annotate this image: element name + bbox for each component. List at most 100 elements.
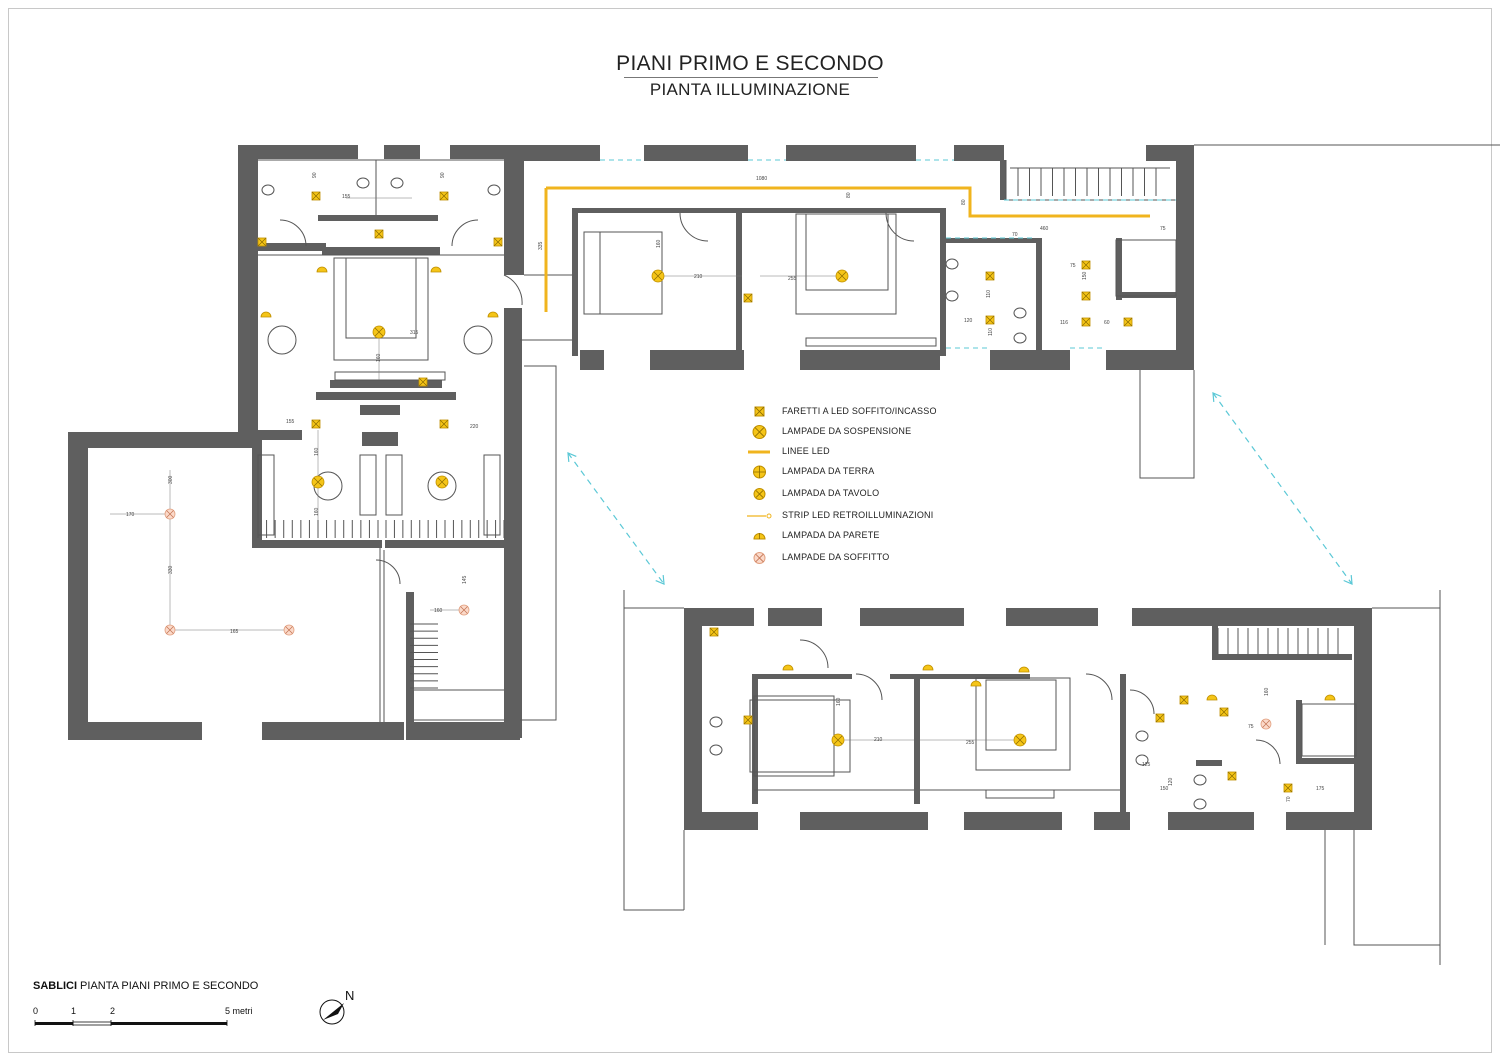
recessed-led-spot-icon bbox=[743, 715, 753, 725]
wall-lamp-icon bbox=[753, 533, 766, 540]
door-swing bbox=[1129, 689, 1155, 715]
wall-segment bbox=[954, 145, 1004, 161]
dimension-label-upper-block: 80 bbox=[961, 199, 967, 205]
dimension-label-second-floor: 160 bbox=[1264, 687, 1270, 696]
dimension-label-second-floor: 255 bbox=[966, 740, 975, 746]
furniture-outline bbox=[985, 679, 1057, 751]
dimension-label-second-floor: 175 bbox=[1316, 786, 1325, 792]
wall-segment bbox=[644, 145, 748, 161]
recessed-led-spot-icon bbox=[1219, 707, 1229, 717]
wall-segment bbox=[684, 812, 758, 830]
spot-cross bbox=[709, 627, 719, 637]
wall-segment bbox=[768, 608, 822, 626]
wall-lamp-icon bbox=[782, 664, 794, 671]
recessed-led-spot-icon bbox=[1155, 713, 1165, 723]
ceiling-lamp-icon bbox=[283, 624, 295, 636]
drawing-caption: SABLICI PIANTA PIANI PRIMO E SECONDO bbox=[33, 980, 258, 992]
wall-segment bbox=[68, 545, 82, 561]
scale-bar: 0 1 2 5 metri bbox=[33, 1006, 273, 1036]
drawing-subtitle: PIANTA ILLUMINAZIONE bbox=[649, 80, 851, 99]
spot-cross bbox=[418, 377, 428, 387]
wall-segment bbox=[385, 540, 520, 548]
wall-segment bbox=[990, 350, 1070, 370]
recessed-led-spot-icon bbox=[1283, 783, 1293, 793]
legend-item: LAMPADE DA SOFFITTO bbox=[740, 548, 1000, 568]
sanitary-fixture bbox=[1013, 307, 1027, 319]
armchair-outline bbox=[427, 471, 457, 501]
wall-segment bbox=[1196, 760, 1222, 766]
door-swing bbox=[1085, 673, 1113, 701]
led-line-icon bbox=[748, 450, 770, 454]
ceiling-lamp-icon bbox=[1260, 718, 1272, 730]
spot-cross bbox=[493, 237, 503, 247]
legend-label: LAMPADA DA TAVOLO bbox=[782, 488, 880, 498]
wall-lamp-body bbox=[487, 311, 499, 318]
spot-cross bbox=[1081, 260, 1091, 270]
interior-line bbox=[520, 365, 557, 721]
spot-cross bbox=[1081, 291, 1091, 301]
section-arrowhead bbox=[1212, 392, 1222, 403]
door-swing bbox=[855, 673, 883, 701]
wall-segment bbox=[68, 432, 254, 448]
sanitary-fixture bbox=[945, 258, 959, 270]
dimension-label-upper-block: 80 bbox=[846, 192, 852, 198]
spot-cross bbox=[985, 315, 995, 325]
scale-label-0: 0 bbox=[33, 1006, 39, 1016]
furniture-outline bbox=[749, 699, 851, 773]
wall-segment bbox=[752, 674, 758, 804]
wall-segment bbox=[940, 208, 946, 356]
wall-segment bbox=[252, 540, 382, 548]
legend-item: LAMPADA DA PARETE bbox=[740, 526, 1000, 546]
furniture-outline bbox=[333, 257, 429, 361]
wall-segment bbox=[914, 674, 920, 804]
dimension-label-second-floor: 120 bbox=[1168, 777, 1174, 786]
wall-segment bbox=[384, 145, 420, 159]
furniture-outline bbox=[257, 454, 275, 536]
dimension-label-first-floor: 160 bbox=[434, 608, 443, 614]
sanitary-fixture bbox=[709, 744, 723, 756]
ceiling-cross bbox=[166, 510, 174, 518]
led-strip-backlight-icon bbox=[747, 513, 772, 519]
pendant-cross bbox=[374, 327, 384, 337]
wall-segment bbox=[362, 432, 398, 446]
sanitary-fixture bbox=[945, 290, 959, 302]
furniture-outline bbox=[483, 454, 501, 536]
spot-cross bbox=[743, 715, 753, 725]
table-lamp-icon bbox=[753, 488, 766, 500]
dimension-label-first-floor: 330 bbox=[168, 565, 174, 574]
door-swing bbox=[799, 639, 829, 669]
furniture-outline bbox=[975, 677, 1071, 771]
dimension-label-first-floor: 160 bbox=[314, 507, 320, 516]
sanitary-fixture bbox=[1135, 754, 1149, 766]
wall-segment bbox=[946, 238, 1038, 243]
drawing-frame bbox=[8, 8, 1492, 1053]
section-arrowhead bbox=[1343, 574, 1353, 585]
ceiling-cross bbox=[285, 626, 293, 634]
dimension-label-upper-block: 1080 bbox=[756, 176, 767, 182]
section-arrow-right bbox=[1212, 392, 1353, 585]
dimension-label-upper-block: 75 bbox=[1070, 263, 1076, 269]
recessed-led-spot-icon bbox=[493, 237, 503, 247]
walls-layer bbox=[68, 145, 1372, 830]
pendant-lamp-icon bbox=[372, 325, 386, 339]
dimension-label-second-floor: 160 bbox=[836, 697, 842, 706]
dimension-label-first-floor: 315 bbox=[410, 330, 419, 336]
wall-segment bbox=[1354, 608, 1372, 830]
wall-segment bbox=[1116, 292, 1182, 298]
dimension-label-upper-block: 110 bbox=[988, 328, 994, 336]
ceiling-lamp-icon bbox=[164, 624, 176, 636]
dimension-label-second-floor: 150 bbox=[1160, 786, 1169, 792]
wall-segment bbox=[800, 350, 940, 370]
wall-segment bbox=[572, 208, 942, 213]
wall-segment bbox=[684, 608, 754, 626]
wall-lamp-body bbox=[970, 680, 982, 687]
recessed-led-spot-icon bbox=[985, 271, 995, 281]
dimension-label-second-floor: 70 bbox=[1286, 796, 1292, 802]
sanitary-fixture bbox=[487, 184, 501, 196]
dimension-label-first-floor: 90 bbox=[440, 172, 446, 178]
wall-lamp-body bbox=[260, 311, 272, 318]
interior-lines-layer bbox=[110, 144, 1500, 965]
recessed-led-spot-icon bbox=[985, 315, 995, 325]
dimension-label-upper-block: 150 bbox=[1082, 271, 1088, 280]
sanitary-fixture bbox=[709, 716, 723, 728]
